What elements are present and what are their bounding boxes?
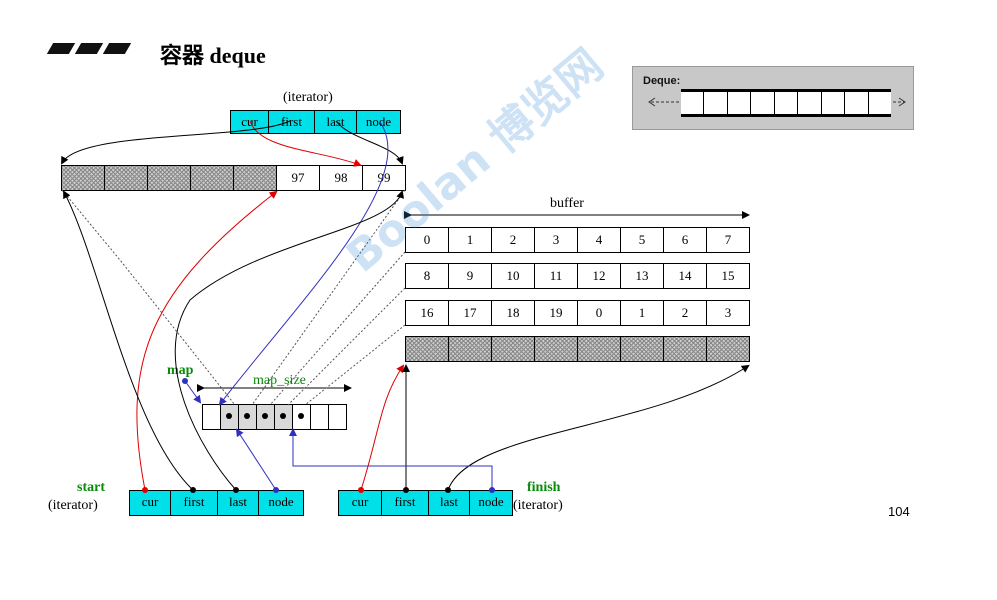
buffer-cell	[449, 337, 492, 361]
buffer-cell: 98	[320, 166, 363, 190]
map-slot	[203, 405, 221, 429]
start-iterator-first: first	[171, 491, 218, 515]
map-slot	[257, 405, 275, 429]
start-iterator: cur first last node	[129, 490, 304, 516]
start-iterator-cur: cur	[130, 491, 171, 515]
deque-legend-arrows	[648, 97, 906, 107]
buffer-cell	[62, 166, 105, 190]
buffer-cell: 1	[621, 301, 664, 325]
finish-iterator-node: node	[478, 494, 504, 509]
top-iterator-first: first	[269, 111, 315, 133]
finish-iterator-cur: cur	[339, 491, 382, 515]
buffer-cell	[148, 166, 191, 190]
top-iterator-cur: cur	[231, 111, 269, 133]
finish-label: finish	[527, 480, 561, 495]
map-slot	[293, 405, 311, 429]
buffer-cell	[105, 166, 148, 190]
buffer-cell: 8	[406, 264, 449, 288]
page-title: 容器 deque	[160, 43, 266, 68]
buffer-cell: 4	[578, 228, 621, 252]
buffer-cell: 9	[449, 264, 492, 288]
buffer-cell: 2	[664, 301, 707, 325]
buffer-cell: 16	[406, 301, 449, 325]
buffer-row-3-empty	[405, 336, 750, 362]
buffer-cell: 5	[621, 228, 664, 252]
buffer-cell	[492, 337, 535, 361]
top-iterator: cur first last node	[230, 110, 401, 134]
buffer-cell	[664, 337, 707, 361]
buffer-cell: 7	[724, 232, 732, 247]
buffer-cell: 0	[578, 301, 621, 325]
map-slot	[275, 405, 293, 429]
buffer-cell: 15	[721, 268, 735, 283]
buffer-cell: 12	[578, 264, 621, 288]
buffer-cell	[191, 166, 234, 190]
buffer-cell	[406, 337, 449, 361]
buffer-label: buffer	[550, 196, 584, 211]
buffer-cell: 14	[664, 264, 707, 288]
deque-legend: Deque:	[632, 66, 914, 130]
buffer-cell: 3	[535, 228, 578, 252]
deque-legend-rail	[681, 89, 891, 117]
buffer-cell: 97	[277, 166, 320, 190]
finish-iterator: cur first last node	[338, 490, 513, 516]
map-slot	[311, 405, 329, 429]
buffer-cell: 3	[724, 305, 732, 320]
buffer-row-0: 0 1 2 3 4 5 6 7	[405, 227, 750, 253]
buffer-cell: 6	[664, 228, 707, 252]
buffer-cell: 2	[492, 228, 535, 252]
start-iterator-last: last	[218, 491, 259, 515]
top-iterator-node: node	[365, 114, 392, 129]
buffer-cell: 11	[535, 264, 578, 288]
buffer-cell	[707, 337, 749, 361]
map-slot	[329, 405, 346, 429]
buffer-cell	[535, 337, 578, 361]
page-number: 104	[888, 504, 910, 519]
buffer-row-1: 8 9 10 11 12 13 14 15	[405, 263, 750, 289]
top-buffer: 97 98 99	[61, 165, 406, 191]
deque-legend-label: Deque:	[643, 75, 681, 87]
start-iterator-label: (iterator)	[48, 498, 98, 513]
buffer-row-2: 16 17 18 19 0 1 2 3	[405, 300, 750, 326]
map-slot	[239, 405, 257, 429]
buffer-cell	[621, 337, 664, 361]
buffer-cell: 17	[449, 301, 492, 325]
buffer-cell: 18	[492, 301, 535, 325]
buffer-cell: 1	[449, 228, 492, 252]
buffer-cell	[234, 166, 277, 190]
start-label: start	[77, 480, 105, 495]
buffer-cell: 0	[406, 228, 449, 252]
buffer-cell	[578, 337, 621, 361]
map-label: map	[167, 363, 194, 378]
finish-iterator-label: (iterator)	[513, 498, 563, 513]
top-iterator-label: (iterator)	[283, 90, 333, 105]
map-array	[202, 404, 347, 430]
map-slot	[221, 405, 239, 429]
buffer-cell: 19	[535, 301, 578, 325]
start-iterator-node: node	[268, 494, 294, 509]
finish-iterator-first: first	[382, 491, 429, 515]
buffer-cell: 10	[492, 264, 535, 288]
buffer-cell: 13	[621, 264, 664, 288]
finish-iterator-last: last	[429, 491, 470, 515]
